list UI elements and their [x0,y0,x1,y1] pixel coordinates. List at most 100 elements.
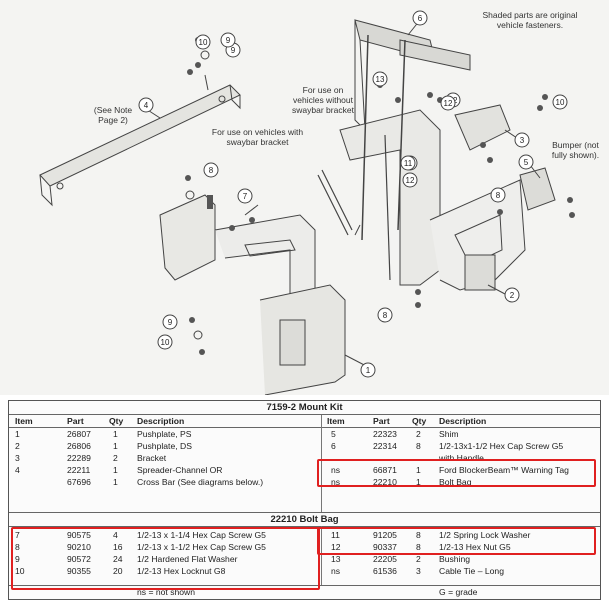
bag-cell-item: 11 [331,530,340,540]
without-swaybar-label: For use on vehicles without swaybar brac… [292,85,354,115]
bag-cell-item: 13 [331,554,341,564]
bag-cell-desc: 1/2-13 Hex Locknut G8 [137,566,226,576]
mount-kit-title: 7159-2 Mount Kit [9,401,600,415]
highlight-bolt-bag-right [317,527,596,555]
svg-text:13: 13 [376,75,385,84]
bag-cell-qty: 8 [416,530,421,540]
bag-cell-qty: 24 [113,554,123,564]
parts-table: 7159-2 Mount Kit Item Part Qty Descripti… [8,400,601,600]
bag-cell-part: 61536 [373,566,397,576]
highlight-item-6 [317,459,596,487]
kit-cell-item: ns [331,477,341,487]
col-qty: Qty [109,416,124,426]
shaded-parts-note: Shaded parts are original vehicle fasten… [482,10,578,30]
callout-10: 10 [157,334,173,350]
svg-text:6: 6 [418,14,423,23]
kit-cell-desc: Pushplate, DS [137,441,192,451]
svg-text:1: 1 [366,366,371,375]
kit-cell-qty: 1 [113,465,118,475]
callout-9: 9 [162,314,178,330]
bag-cell-qty: 4 [113,530,118,540]
callout-8: 8 [377,307,393,323]
col-part-right: Part [373,416,390,426]
callout-8: 8 [490,187,506,203]
bag-cell-desc: 1/2-13 Hex Nut G5 [439,542,511,552]
footer-grade-note: G = grade [439,587,478,597]
kit-cell-qty: 8 [416,441,421,451]
bag-cell-part: 90337 [373,542,397,552]
callout-10: 10 [552,94,568,110]
svg-text:5: 5 [524,158,529,167]
kit-cell-desc: Ford BlockerBeam™ Warning Tag [439,465,569,475]
col-item: Item [15,416,33,426]
kit-cell-desc: with Handle [439,453,484,463]
bag-cell-part: 90572 [67,554,91,564]
kit-cell-desc: Shim [439,429,459,439]
callout-2: 2 [504,287,520,303]
kit-cell-desc: 1/2-13x1-1/2 Hex Cap Screw G5 [439,441,564,451]
kit-cell-qty: 1 [113,477,118,487]
col-description: Description [137,416,185,426]
pushplate-ds-part [339,109,441,286]
svg-text:7: 7 [243,192,248,201]
bag-cell-part: 90210 [67,542,91,552]
bumper-note: Bumper (not fully shown). [551,140,600,160]
kit-cell-item: 6 [331,441,336,451]
callout-12: 12 [402,172,418,188]
bag-cell-desc: Cable Tie – Long [439,566,504,576]
kit-cell-qty: 2 [113,453,118,463]
callout-10: 10 [195,34,211,50]
svg-text:12: 12 [444,99,453,108]
kit-cell-desc: Bolt Bag [439,477,472,487]
kit-cell-part: 26807 [67,429,91,439]
callout-4: 4 [138,97,154,113]
kit-cell-item: 2 [15,441,20,451]
bag-cell-desc: 1/2-13 x 1-1/2 Hex Cap Screw G5 [137,542,266,552]
kit-cell-qty: 1 [113,429,118,439]
kit-cell-desc: Cross Bar (See diagrams below.) [137,477,264,487]
bag-cell-item: ns [331,566,341,576]
callout-8: 8 [203,162,219,178]
bag-cell-item: 8 [15,542,20,552]
svg-text:8: 8 [383,311,388,320]
kit-cell-part: 22289 [67,453,91,463]
bag-cell-qty: 20 [113,566,123,576]
left-bracket-part [159,194,216,281]
exploded-view-drawing: 1234567891011121391011128910812 [39,10,575,395]
bag-cell-desc: 1/2 Hardened Flat Washer [137,554,238,564]
col-item-right: Item [327,416,345,426]
svg-text:8: 8 [209,166,214,175]
svg-text:10: 10 [199,38,208,47]
callout-1: 1 [360,362,376,378]
kit-cell-desc: Pushplate, PS [137,429,192,439]
bag-cell-desc: 1/2-13 x 1-1/4 Hex Cap Screw G5 [137,530,266,540]
bracket-part [454,104,511,151]
kit-cell-part: 22211 [67,465,91,475]
kit-cell-qty: 2 [416,429,421,439]
footer-ns-note: ns = not shown [137,587,196,597]
table-footer: ns = not shown G = grade [9,585,600,599]
svg-text:3: 3 [520,136,525,145]
kit-cell-desc: Spreader-Channel OR [137,465,223,475]
callout-5: 5 [518,154,534,170]
bag-cell-part: 90355 [67,566,91,576]
highlight-bolt-bag-left [11,527,320,590]
with-swaybar-label: For use on vehicles with swaybar bracket [211,127,304,147]
callout-11: 11 [400,155,416,171]
kit-cell-item: 1 [15,429,20,439]
kit-cell-desc: Bracket [137,453,167,463]
kit-cell-part: 22210 [373,477,397,487]
see-note-label: (See Note Page 2) [93,105,133,125]
kit-cell-item: 5 [331,429,336,439]
bag-cell-desc: Bushing [439,554,471,564]
callout-9: 9 [220,32,236,48]
kit-cell-part: 22314 [373,441,397,451]
svg-text:10: 10 [556,98,565,107]
bag-cell-item: 9 [15,554,20,564]
callout-7: 7 [237,188,253,204]
kit-cell-item: 4 [15,465,20,475]
bag-cell-item: 7 [15,530,20,540]
bag-cell-qty: 16 [113,542,123,552]
shim-part [519,167,556,211]
kit-cell-part: 67696 [67,477,91,487]
